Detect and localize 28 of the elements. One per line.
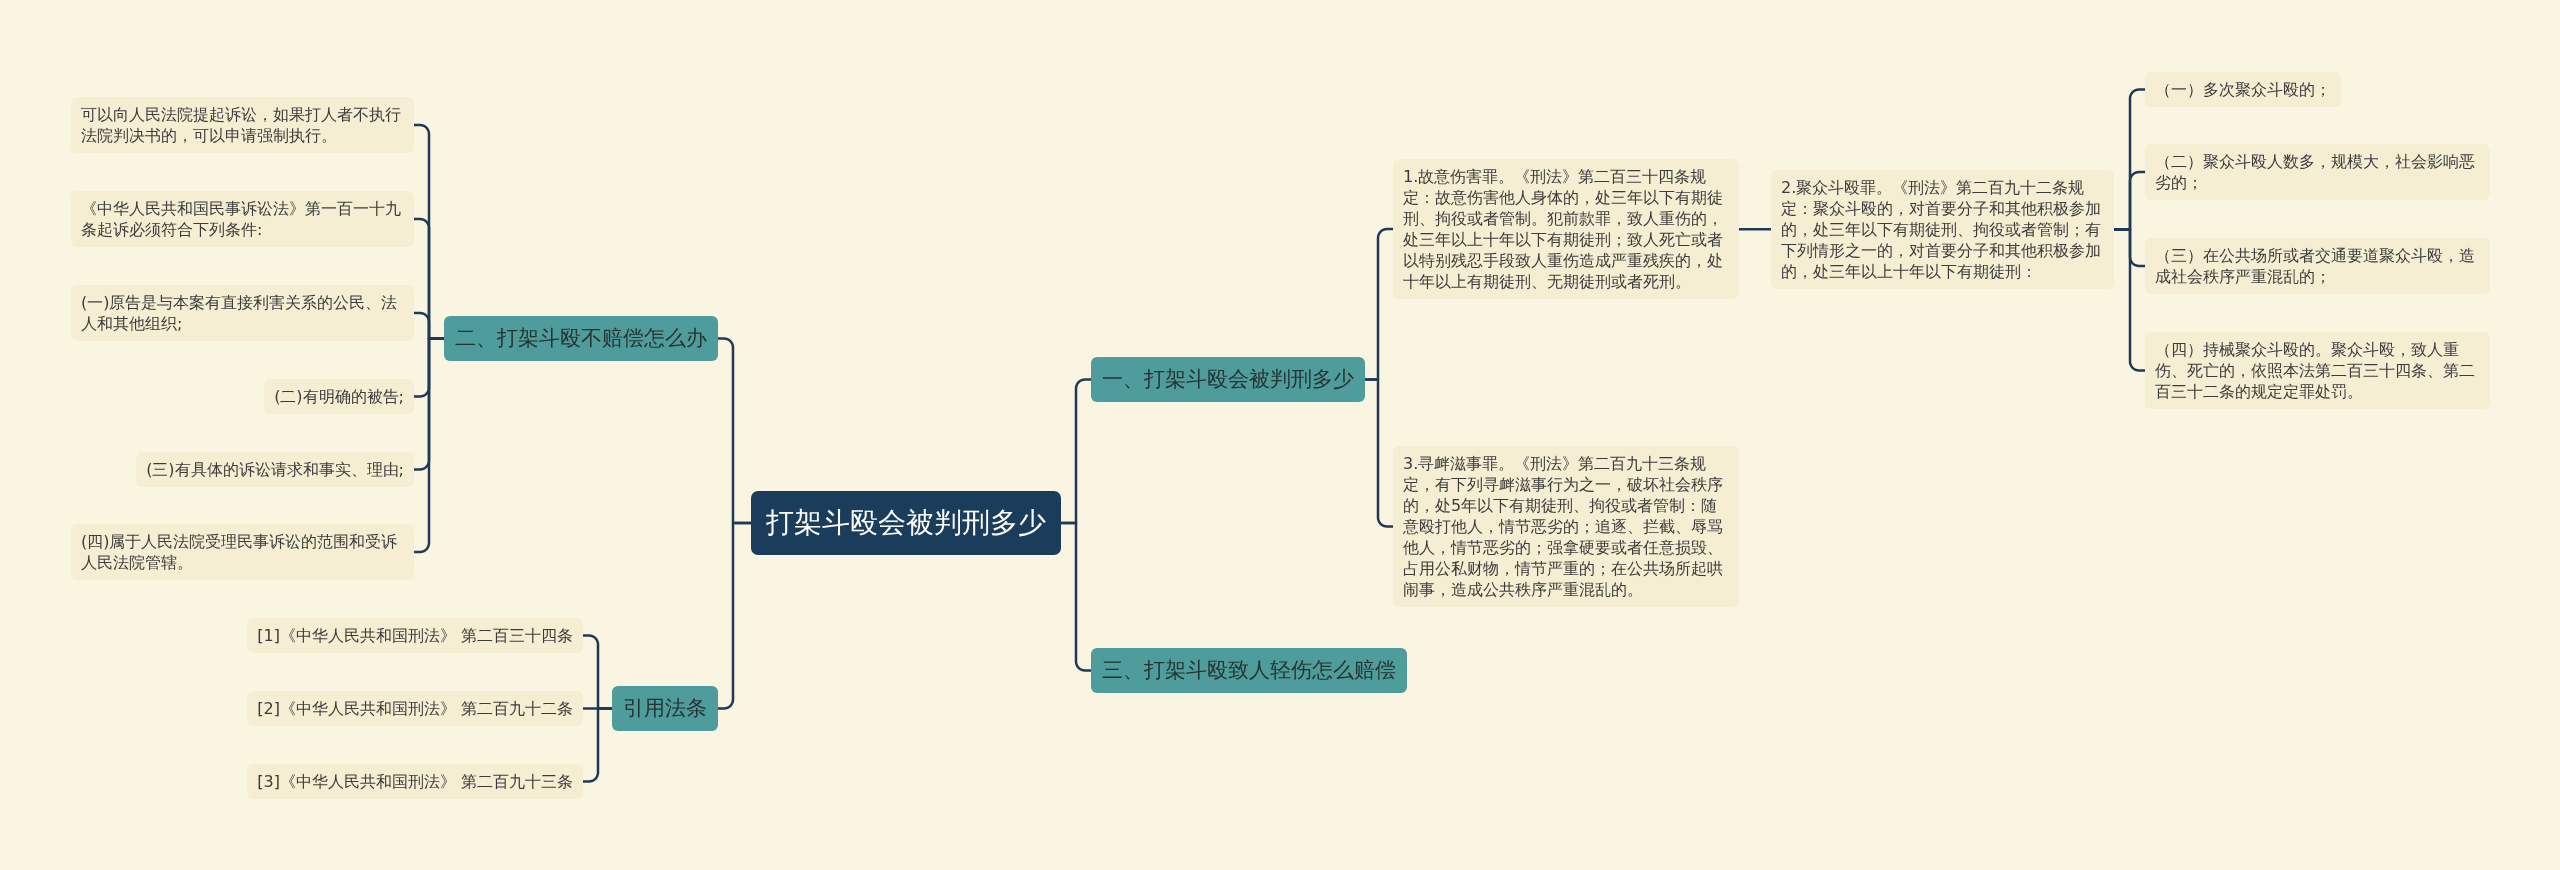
subtopic-note: [1]《中华人民共和国刑法》 第二百三十四条	[247, 618, 583, 653]
subtopic-note: （三）在公共场所或者交通要道聚众斗殴，造成社会秩序严重混乱的；	[2145, 238, 2490, 294]
subtopic-note: 3.寻衅滋事罪。《刑法》第二百九十三条规定，有下列寻衅滋事行为之一，破坏社会秩序的，处5年以下有期徒刑、拘役或者管制：随意殴打他人，情节恶劣的；追逐、拦截、辱骂他人，情节恶劣的；强拿硬要或者任意损毁、占用公私财物，情节严重的；在公共场所起哄闹事，造成公共秩序严重混乱的。	[1393, 446, 1739, 607]
central-topic: 打架斗殴会被判刑多少	[751, 491, 1061, 555]
connector-line	[718, 521, 751, 710]
subtopic-note: (一)原告是与本案有直接利害关系的公民、法人和其他组织;	[71, 285, 414, 341]
connector-line	[1061, 521, 1091, 672]
branch-topic: 引用法条	[612, 686, 718, 731]
subtopic-note: （二）聚众斗殴人数多，规模大，社会影响恶劣的；	[2145, 144, 2490, 200]
branch-topic: 三、打架斗殴致人轻伤怎么赔偿	[1091, 648, 1407, 693]
subtopic-note: [3]《中华人民共和国刑法》 第二百九十三条	[247, 764, 583, 799]
subtopic-note: (三)有具体的诉讼请求和事实、理由;	[136, 452, 414, 487]
branch-topic: 二、打架斗殴不赔偿怎么办	[444, 316, 718, 361]
subtopic-note: 《中华人民共和国民事诉讼法》第一百一十九条起诉必须符合下列条件:	[71, 191, 414, 247]
connector-line	[2114, 228, 2145, 372]
subtopic-note: (四)属于人民法院受理民事诉讼的范围和受诉人民法院管辖。	[71, 524, 414, 580]
subtopic-note: (二)有明确的被告;	[264, 379, 414, 414]
subtopic-note: 可以向人民法院提起诉讼，如果打人者不执行法院判决书的，可以申请强制执行。	[71, 97, 414, 153]
subtopic-note: （一）多次聚众斗殴的；	[2145, 72, 2341, 107]
subtopic-note: [2]《中华人民共和国刑法》 第二百九十二条	[247, 691, 583, 726]
subtopic-note: 1.故意伤害罪。《刑法》第二百三十四条规定：故意伤害他人身体的，处三年以下有期徒刑、拘役或者管制。犯前款罪，致人重伤的，处三年以上十年以下有期徒刑；致人死亡或者以特别残忍手段致人重伤造成严重残疾的，处十年以上有期徒刑、无期徒刑或者死刑。	[1393, 159, 1739, 299]
connector-line	[583, 707, 612, 783]
branch-topic: 一、打架斗殴会被判刑多少	[1091, 357, 1365, 402]
connector-line	[414, 337, 444, 554]
subtopic-note: 2.聚众斗殴罪。《刑法》第二百九十二条规定：聚众斗殴的，对首要分子和其他积极参加的，处三年以下有期徒刑、拘役或者管制；有下列情形之一的，对首要分子和其他积极参加的，处三年以上十年以下有期徒刑：	[1771, 170, 2114, 289]
connector-line	[1365, 378, 1393, 528]
connector-line	[1739, 228, 1771, 231]
subtopic-note: （四）持械聚众斗殴的。聚众斗殴，致人重伤、死亡的，依照本法第二百三十四条、第二百三十二条的规定定罪处罚。	[2145, 332, 2490, 409]
